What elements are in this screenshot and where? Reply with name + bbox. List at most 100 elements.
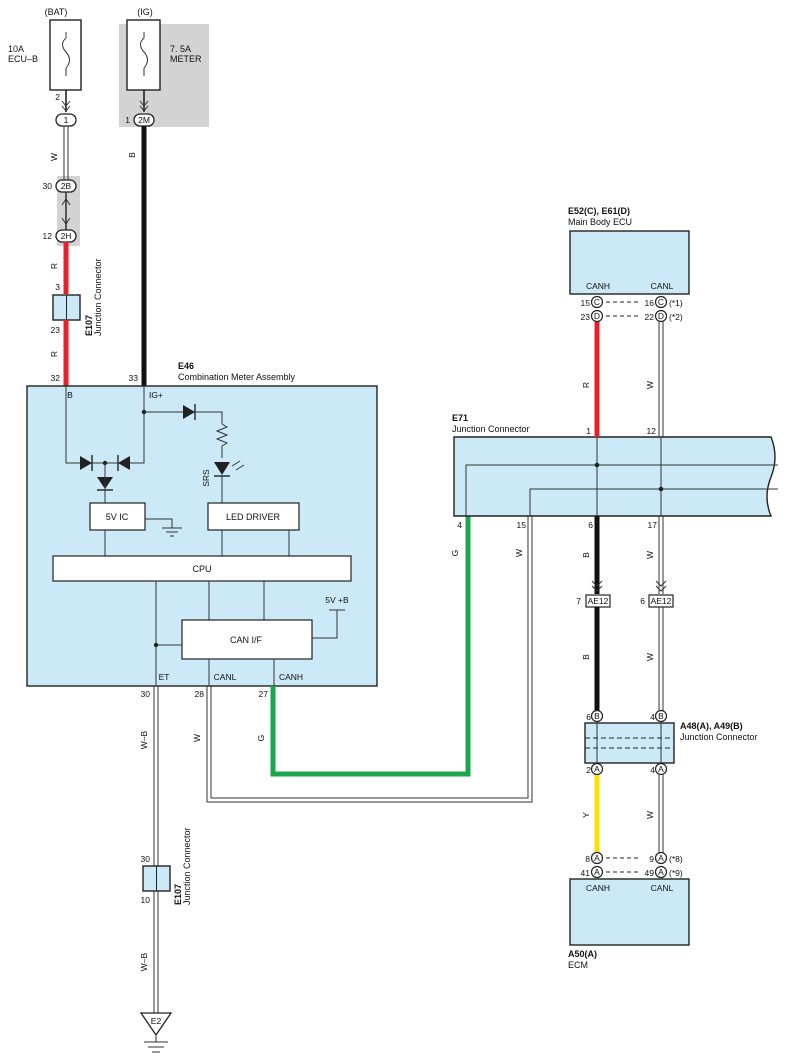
junction-2b-label: 2B <box>61 181 72 191</box>
ae12-w-label: AE12 <box>651 596 672 606</box>
w-ecu-color: W <box>645 381 655 389</box>
led-driver-block <box>207 502 300 531</box>
a48-pin4-top: 4 <box>650 712 655 722</box>
a48-conn4-top: B <box>658 711 664 721</box>
ecu-row1-pin-h: 15 <box>581 298 591 308</box>
meter-term-b: B <box>67 390 73 400</box>
e71-pin12: 12 <box>647 426 657 436</box>
e71-canh-dot <box>594 462 600 468</box>
wb-bottom-color: W–B <box>139 952 149 971</box>
main-body-ecu-canl: CANL <box>651 281 674 291</box>
junction-2b-pin: 30 <box>43 181 53 191</box>
junction-2h-pin: 12 <box>43 231 53 241</box>
meter-term-canh: CANH <box>279 672 303 682</box>
ig-fuse-amp: 7. 5A <box>170 44 191 54</box>
ecm-row2-note: (*9) <box>669 868 683 878</box>
b-a48-color: B <box>581 654 591 660</box>
b-ig-color: B <box>127 152 137 158</box>
r-ecu-color: R <box>581 382 591 388</box>
5v-b-label: 5V +B <box>325 595 349 605</box>
meter-ig-junction-dot <box>141 409 147 415</box>
canh-green-wire <box>270 515 471 777</box>
meter-pin-b: 32 <box>51 373 61 383</box>
r1-color: R <box>49 263 59 269</box>
main-body-ecu-code: E52(C), E61(D) <box>568 206 630 216</box>
bat-connector <box>55 113 77 127</box>
bat-pin: 2 <box>55 92 60 102</box>
ecu-row1-note: (*1) <box>669 298 683 308</box>
meter-pin-canl: 28 <box>195 689 205 699</box>
ecu-row2-pin-l: 22 <box>645 312 655 322</box>
e71-pin6: 6 <box>588 520 593 530</box>
main-body-ecu <box>569 230 690 295</box>
g-27-color: G <box>256 735 266 742</box>
ecm-row2-pin-l: 49 <box>645 868 655 878</box>
led-diode-icon <box>183 405 195 419</box>
canl-w-wire-outer <box>206 515 533 803</box>
ecm-row1-conn-l: A <box>658 853 664 863</box>
ecm-canh: CANH <box>586 883 610 893</box>
e71-name: Junction Connector <box>452 424 530 434</box>
ecu-row2-conn-h: D <box>594 311 600 321</box>
a48-conn6: B <box>594 711 600 721</box>
ground-e2-triangle <box>139 1012 173 1037</box>
5v-ic-label: 5V IC <box>106 512 129 522</box>
main-body-ecu-canh: CANH <box>586 281 610 291</box>
bat-connector-label: 1 <box>64 115 69 125</box>
meter-pin-canh: 27 <box>259 689 269 699</box>
ecu-row2-conn-l-circle <box>654 309 668 323</box>
ae12-b-chevron-icon <box>591 580 603 592</box>
ecm-box <box>569 878 690 946</box>
ig-fuse-element-icon <box>140 32 148 76</box>
wb-top-color: W–B <box>139 730 149 749</box>
meter-pin-ig: 33 <box>129 373 139 383</box>
ig-fuse-name: METER <box>170 54 202 64</box>
w-ae12-color: W <box>645 551 655 559</box>
e71-pin15: 15 <box>517 520 527 530</box>
ig-connector-label: 2M <box>138 115 150 125</box>
ground-icon <box>144 1041 168 1053</box>
meter-term-canl: CANL <box>214 672 237 682</box>
ecm-row2-conn-l: A <box>658 867 664 877</box>
ecm-row1-pin-h: 8 <box>585 854 590 864</box>
ecm-row2-conn-h: A <box>594 867 600 877</box>
w-a48-color: W <box>645 653 655 661</box>
bat-fuse-element-icon <box>62 32 70 76</box>
ecm-row1-note: (*8) <box>669 854 683 864</box>
a48-conn6-circle <box>590 709 604 723</box>
meter-code: E46 <box>178 361 194 371</box>
a48-conn2-circle <box>590 762 604 776</box>
ecm-row1-conn-h: A <box>594 853 600 863</box>
cpu-label: CPU <box>192 564 211 574</box>
w-a48-low-color: W <box>645 811 655 819</box>
e71-pin4: 4 <box>457 520 462 530</box>
e71-pin1: 1 <box>586 426 591 436</box>
e107-bottom-code: E107 <box>173 884 183 905</box>
e107-top-name: Junction Connector <box>93 258 103 336</box>
a48-pin4-bottom: 4 <box>650 765 655 775</box>
led-diode-wire <box>195 411 223 424</box>
bat-label: (BAT) <box>45 7 68 17</box>
e107-bottom-pin-in: 30 <box>141 854 151 864</box>
e71-canl-dot <box>658 486 664 492</box>
ecu-row2-conn-l: D <box>658 311 664 321</box>
meter-pin-et: 30 <box>141 689 151 699</box>
a48-conn4-bottom-circle <box>654 762 668 776</box>
bat-fuse-amp: 10A <box>8 44 24 54</box>
ae12-w-connector <box>648 594 674 608</box>
g-e71-color: G <box>450 550 460 557</box>
diode-left-icon <box>80 456 92 470</box>
bat-connector-chevron-icon <box>61 100 71 112</box>
junction-2b-2h-background <box>57 176 80 246</box>
e71-code: E71 <box>452 413 468 423</box>
ecm-name: ECM <box>568 960 588 970</box>
w-e71-color: W <box>514 549 524 557</box>
cpu-block <box>52 555 352 582</box>
ecm-row1-conn-l-circle <box>654 851 668 865</box>
ecu-row2-conn-h-circle <box>590 309 604 323</box>
ecu-row1-pin-l: 16 <box>645 298 655 308</box>
a48-code: A48(A), A49(B) <box>680 721 743 731</box>
a48-pin2: 2 <box>586 765 591 775</box>
a48-conn2: A <box>594 764 600 774</box>
meter-name: Combination Meter Assembly <box>178 372 296 382</box>
